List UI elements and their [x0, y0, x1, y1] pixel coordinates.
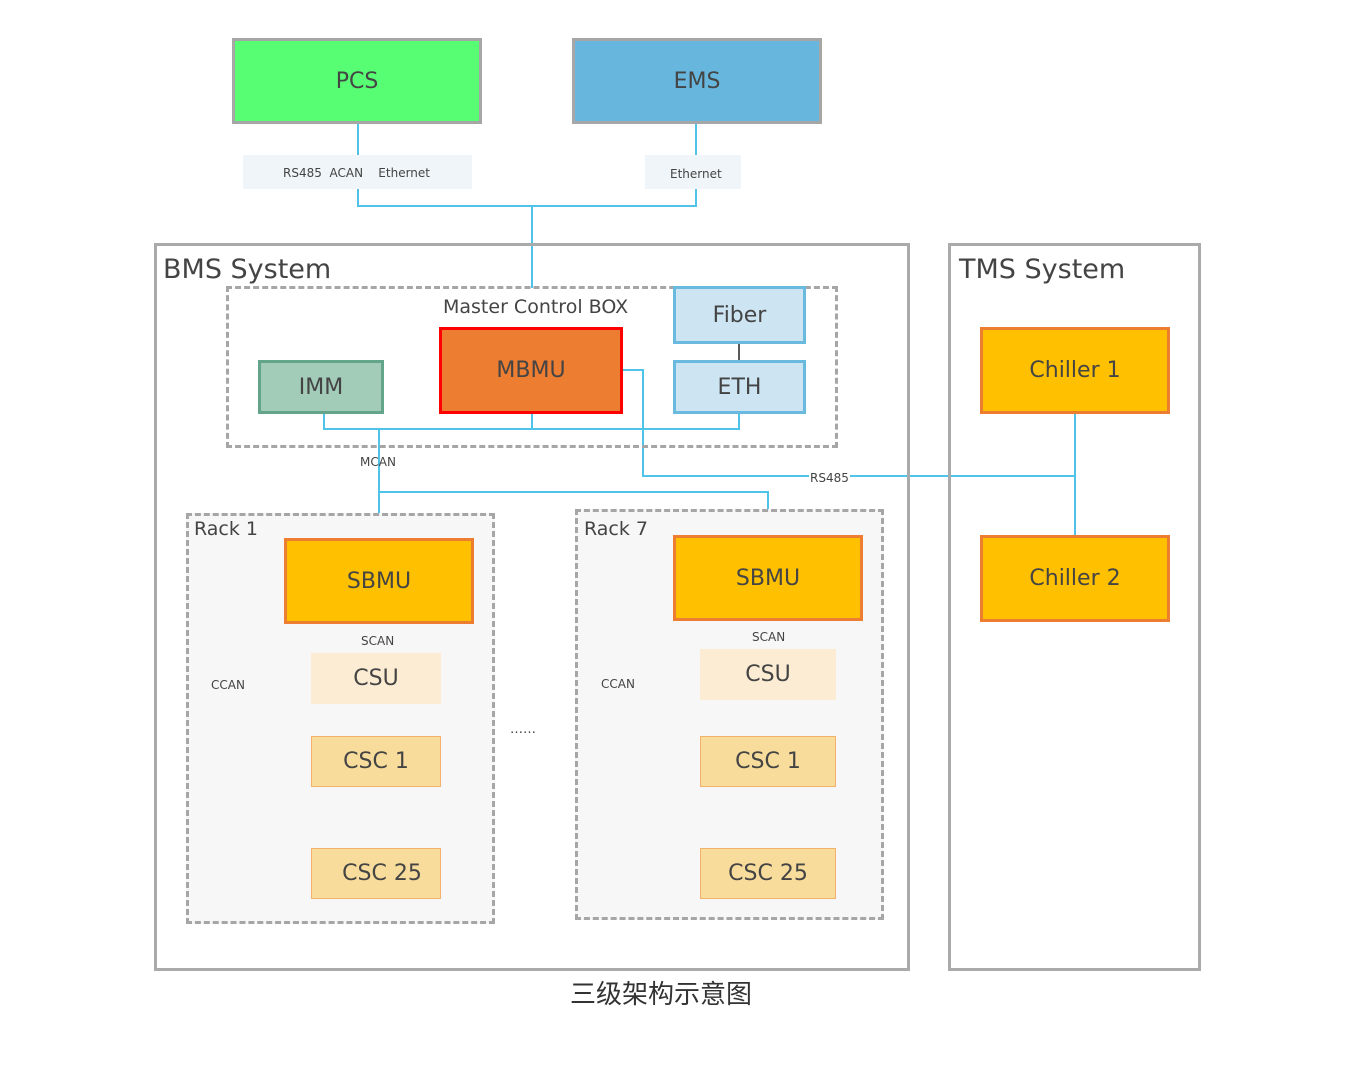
mcan-label: MCAN	[360, 455, 396, 469]
rack-7-csc-1-node: CSC 1	[700, 736, 836, 787]
rack-7-scan-label: SCAN	[752, 630, 786, 644]
rack-1-csu-node: CSU	[311, 653, 441, 704]
pcs-label: PCS	[335, 68, 379, 94]
rack-1-scan-label: SCAN	[361, 634, 395, 648]
imm-node: IMM	[258, 360, 384, 414]
tms-system-title: TMS System	[959, 254, 1126, 285]
imm-label: IMM	[298, 374, 344, 400]
rack-7-csc-25-label: CSC 25	[728, 861, 808, 886]
chiller-2-node: Chiller 2	[980, 535, 1170, 622]
rack-7-title: Rack 7	[584, 518, 649, 540]
bms-system-title: BMS System	[163, 254, 332, 285]
eth-label: ETH	[717, 374, 762, 400]
fiber-label: Fiber	[712, 302, 767, 328]
master-control-box	[226, 286, 838, 448]
ems-protocol-label: Ethernet	[670, 167, 722, 181]
fiber-node: Fiber	[673, 286, 806, 344]
pcs-protocols-label: RS485 ACAN Ethernet	[283, 166, 430, 180]
chiller-2-label: Chiller 2	[1029, 566, 1121, 591]
pcs-link-label-bg	[243, 155, 472, 189]
rack-7-sbmu-node: SBMU	[673, 535, 863, 621]
bms-system-panel	[154, 243, 910, 971]
rack-7-csc-1-label: CSC 1	[735, 749, 801, 774]
rack-7-csu-label: CSU	[745, 662, 791, 687]
rack-ellipsis: ……	[510, 722, 536, 737]
mbmu-node: MBMU	[439, 327, 623, 414]
rack-7-sbmu-label: SBMU	[735, 565, 801, 591]
rack-1-csc-1-node: CSC 1	[311, 736, 441, 787]
eth-node: ETH	[673, 360, 806, 414]
ems-link-line	[532, 124, 697, 207]
ems-link-label-bg	[645, 155, 741, 189]
rack-7-csc-25-node: CSC 25	[700, 848, 836, 899]
rack-1-csu-label: CSU	[353, 666, 399, 691]
master-control-box-title: Master Control BOX	[443, 296, 629, 318]
rack-1-title: Rack 1	[194, 518, 259, 540]
pcs-node: PCS	[232, 38, 482, 124]
rs485-label: RS485	[809, 471, 850, 485]
rack-1-csc-25-node: CSC 25	[311, 848, 441, 899]
chiller-1-label: Chiller 1	[1029, 358, 1121, 383]
rack-7-csu-node: CSU	[700, 649, 836, 700]
rack-1-csc-25-label: CSC 25	[342, 861, 422, 886]
rack-1-sbmu-node: SBMU	[284, 538, 474, 624]
chiller-1-node: Chiller 1	[980, 327, 1170, 414]
rs485-link-line	[623, 369, 1075, 477]
tms-system-panel	[948, 243, 1201, 971]
ems-label: EMS	[673, 68, 721, 94]
rack-1-ccan-label: CCAN	[211, 678, 245, 692]
imm-drop-line	[323, 414, 740, 430]
rack-1-sbmu-label: SBMU	[346, 568, 412, 594]
ems-node: EMS	[572, 38, 822, 124]
rack-7-ccan-label: CCAN	[601, 677, 635, 691]
rack-1-csc-1-label: CSC 1	[343, 749, 409, 774]
pcs-link-line	[357, 124, 532, 207]
diagram-caption: 三级架构示意图	[570, 980, 753, 1010]
mbmu-label: MBMU	[496, 358, 566, 383]
